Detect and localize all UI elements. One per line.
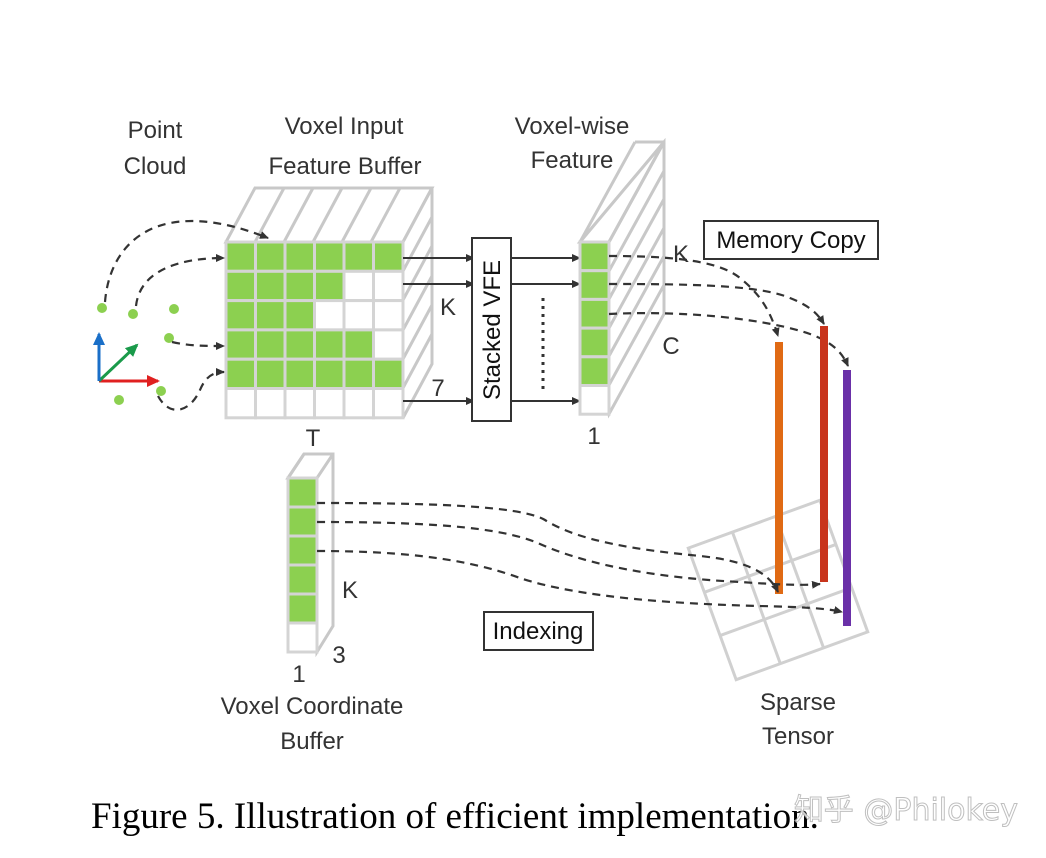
voxel-wise-cell [578, 297, 611, 330]
voxel-input-cell [372, 299, 405, 332]
voxel-input-cell [254, 269, 287, 303]
dim-label-1-feature: 1 [587, 423, 600, 450]
dim-label-3: 3 [332, 642, 345, 669]
voxel-wise-column [578, 240, 611, 416]
voxel-input-grid [224, 240, 405, 420]
voxel-input-cell [372, 387, 405, 420]
voxel-input-cell [254, 240, 287, 273]
voxel-input-cell [283, 357, 316, 391]
voxel-coord-cell [286, 563, 319, 596]
voxel-coord-label-line2: Buffer [280, 728, 344, 755]
voxel-input-label-line2: Feature Buffer [269, 153, 422, 180]
point-to-voxel-arrows [103, 220, 269, 411]
voxel-input-cell [342, 387, 375, 420]
voxel-coord-cell [286, 505, 319, 538]
sparse-tensor: Sparse Tensor [686, 326, 870, 750]
stacked-vfe-box: Stacked VFE [471, 237, 512, 422]
voxel-input-cell [313, 357, 346, 391]
point-cloud-points [97, 303, 179, 405]
sparse-tensor-label-line1: Sparse [760, 689, 836, 716]
indexing-box: Indexing [483, 611, 594, 651]
voxel-wise-cell [578, 240, 611, 273]
voxel-input-cell [313, 299, 346, 332]
dim-label-k-coord: K [342, 577, 358, 604]
voxel-input-cell [313, 328, 346, 361]
sparse-tensor-grid [686, 498, 870, 682]
voxel-input-cell [372, 269, 405, 303]
vfe-to-feature-arrows [511, 254, 581, 405]
voxel-input-cell [224, 357, 257, 391]
voxel-input-cell [342, 240, 375, 273]
voxel-coord-column [286, 476, 319, 654]
voxel-input-cell [283, 240, 316, 273]
sparse-bar-orange [775, 342, 783, 594]
stacked-vfe-label: Stacked VFE [479, 260, 506, 400]
memory-copy-label: Memory Copy [716, 227, 865, 254]
point-cloud-label-line2: Cloud [124, 153, 187, 180]
voxel-wise-cell [578, 269, 611, 301]
sparse-bar-purple [843, 370, 851, 626]
voxel-input-cell [372, 357, 405, 391]
voxel-input-feature-buffer: Voxel Input Feature Buffer T [223, 113, 435, 452]
voxel-input-cell [254, 299, 287, 332]
dim-label-c: C [662, 333, 679, 360]
voxel-coord-cell [286, 592, 319, 625]
voxel-input-cell [224, 299, 257, 332]
voxel-wise-feature: Voxel-wise Feature K C 1 [515, 113, 689, 450]
dim-label-k-input: K [440, 294, 456, 321]
voxel-input-cell [313, 269, 346, 303]
voxel-coordinate-buffer: K 3 1 Voxel Coordinate Buffer [221, 452, 404, 755]
dim-label-1-coord: 1 [292, 661, 305, 688]
dim-label-k-feature: K [673, 241, 689, 268]
memory-copy-arrows [608, 254, 850, 367]
voxel-input-cell [224, 240, 257, 273]
dim-label-t: T [306, 425, 321, 452]
voxel-input-cell [283, 299, 316, 332]
voxel-input-cell [254, 357, 287, 391]
voxel-input-cell [224, 328, 257, 361]
voxel-input-cell [224, 269, 257, 303]
voxel-coord-cell [286, 534, 319, 567]
voxel-wise-cell [578, 355, 611, 387]
voxel-input-cell [283, 269, 316, 303]
point-cloud-label-line1: Point [128, 117, 183, 144]
voxel-input-cell [372, 328, 405, 361]
voxel-input-cell [342, 328, 375, 361]
voxel-input-cell [342, 269, 375, 303]
voxel-input-label-line1: Voxel Input [285, 113, 404, 140]
voxel-coord-label-line1: Voxel Coordinate [221, 693, 404, 720]
voxel-wise-cell [578, 384, 611, 416]
coordinate-axes-icon [93, 332, 160, 387]
voxel-input-cell [224, 387, 257, 420]
voxel-input-cell [372, 240, 405, 273]
voxel-input-cell [283, 328, 316, 361]
voxel-coord-cell [286, 621, 319, 654]
watermark: 知乎 @Philokey [794, 793, 1018, 828]
sparse-tensor-label-line2: Tensor [762, 723, 834, 750]
indexing-label: Indexing [493, 618, 584, 645]
voxel-input-cell [283, 387, 316, 420]
indexing-arrows [316, 501, 843, 614]
voxel-input-cell [313, 240, 346, 273]
voxel-wise-label-line2: Feature [531, 147, 614, 174]
dim-label-7: 7 [431, 375, 444, 402]
voxel-input-cell [342, 357, 375, 391]
voxel-input-cell [313, 387, 346, 420]
voxel-wise-cell [578, 326, 611, 359]
voxel-wise-label-line1: Voxel-wise [515, 113, 630, 140]
sparse-bar-red [820, 326, 828, 582]
figure-caption: Figure 5. Illustration of efficient impl… [91, 796, 819, 837]
memory-copy-box: Memory Copy [703, 220, 879, 260]
voxel-coord-cell [286, 476, 319, 509]
voxel-input-cell [254, 328, 287, 361]
point-cloud: Point Cloud [93, 117, 187, 405]
voxel-input-cell [342, 299, 375, 332]
voxel-input-cell [254, 387, 287, 420]
input-to-vfe-arrows [403, 254, 475, 405]
